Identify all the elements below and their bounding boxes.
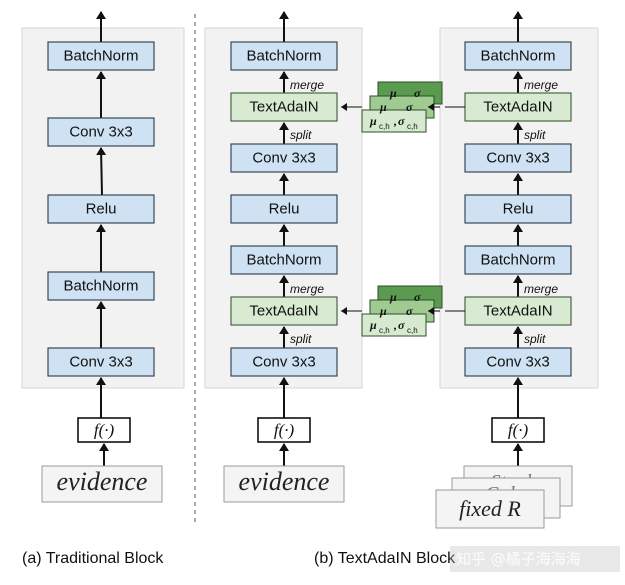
b-left-handwriting-word: evidence: [239, 467, 330, 496]
b-right-textadain-bottom: [464, 296, 572, 326]
b-left-relu: [230, 194, 338, 224]
b-left-merge-label-top: merge: [290, 78, 324, 92]
stats-bottom-mu-2: μ: [379, 304, 387, 318]
b-right-batchnorm-top: [464, 41, 572, 71]
stats-bottom-sigma-3: σ: [398, 318, 405, 332]
stats-top-mu-1: μ: [389, 86, 397, 100]
b-right-relu: [464, 194, 572, 224]
a-conv-bottom-label: Conv 3x3: [69, 354, 132, 371]
b-left-textadain-bottom-label: TextAdaIN: [249, 303, 318, 320]
a-batchnorm-bottom: [47, 271, 155, 301]
b-left-textadain-top: [230, 92, 338, 122]
b-left-merge-label-bottom: merge: [290, 282, 324, 296]
stats-cards-top: μ σ μ σ μ c,h , σ c,h: [361, 81, 443, 133]
stats-top-mu-2: μ: [379, 100, 387, 114]
b-left-batchnorm-top-label: BatchNorm: [246, 48, 321, 65]
b-left-conv-top-label: Conv 3x3: [252, 150, 315, 167]
b-right-conv-bottom-label: Conv 3x3: [486, 354, 549, 371]
a-feature-fn-label: f(·): [94, 421, 115, 440]
b-left-feature-fn-box: [257, 417, 311, 443]
stats-bottom-sep: ,: [393, 318, 397, 332]
a-relu: [47, 194, 155, 224]
stats-top-mu-3: μ: [369, 114, 377, 128]
a-handwriting-image: evidence: [41, 465, 163, 503]
watermark: 知乎 @橘子海海海: [456, 550, 581, 568]
b-right-relu-label: Relu: [503, 201, 534, 218]
a-conv-bottom: [47, 347, 155, 377]
stats-bottom-sub-mu: c,h: [379, 326, 390, 335]
a-relu-label: Relu: [86, 201, 117, 218]
a-batchnorm-top: [47, 41, 155, 71]
b-left-conv-bottom-label: Conv 3x3: [252, 354, 315, 371]
stats-top-sep: ,: [393, 114, 397, 128]
stats-card-top-3: [361, 109, 427, 133]
stats-bottom-sigma-1: σ: [414, 290, 421, 304]
a-batchnorm-bottom-label: BatchNorm: [63, 278, 138, 295]
b-left-conv-bottom: [230, 347, 338, 377]
b-right-merge-label-bottom: merge: [524, 282, 558, 296]
b-right-batchnorm-top-label: BatchNorm: [480, 48, 555, 65]
stats-bottom-mu-1: μ: [389, 290, 397, 304]
b-right-textadain-top-label: TextAdaIN: [483, 99, 552, 116]
b-right-conv-top: [464, 143, 572, 173]
stats-bottom-sigma-2: σ: [406, 304, 413, 318]
caption-traditional: (a) Traditional Block: [22, 550, 164, 567]
b-left-textadain-top-label: TextAdaIN: [249, 99, 318, 116]
b-right-split-label-bottom: split: [524, 332, 546, 346]
b-right-batchnorm-bottom-label: BatchNorm: [480, 252, 555, 269]
stats-top-sigma-1: σ: [414, 86, 421, 100]
b-right-feature-fn-label: f(·): [508, 421, 529, 440]
a-arrow-2: [96, 147, 107, 196]
stats-top-sigma-3: σ: [398, 114, 405, 128]
watermark-backdrop: [450, 546, 620, 572]
stack-front-word: fixed R: [459, 496, 521, 521]
a-feature-fn-box: [77, 417, 131, 443]
stats-top-sigma-2: σ: [406, 100, 413, 114]
stats-top-sub-sigma: c,h: [407, 122, 418, 131]
a-conv-top: [47, 117, 155, 147]
b-right-split-label-top: split: [524, 128, 546, 142]
a-conv-top-label: Conv 3x3: [69, 124, 132, 141]
b-right-conv-bottom: [464, 347, 572, 377]
b-left-batchnorm-bottom: [230, 245, 338, 275]
b-left-batchnorm-bottom-label: BatchNorm: [246, 252, 321, 269]
b-left-split-label-top: split: [290, 128, 312, 142]
b-left-textadain-bottom: [230, 296, 338, 326]
b-left-relu-label: Relu: [269, 201, 300, 218]
b-left-conv-top: [230, 143, 338, 173]
b-right-textadain-bottom-label: TextAdaIN: [483, 303, 552, 320]
b-left-split-label-bottom: split: [290, 332, 312, 346]
b-right-textadain-top: [464, 92, 572, 122]
caption-textadain: (b) TextAdaIN Block: [314, 550, 456, 567]
b-right-conv-top-label: Conv 3x3: [486, 150, 549, 167]
stats-bottom-sub-sigma: c,h: [407, 326, 418, 335]
a-handwriting-word: evidence: [57, 467, 148, 496]
a-batchnorm-top-label: BatchNorm: [63, 48, 138, 65]
b-right-merge-label-top: merge: [524, 78, 558, 92]
b-right-batchnorm-bottom: [464, 245, 572, 275]
b-left-batchnorm-top: [230, 41, 338, 71]
stats-card-bottom-3: [361, 313, 427, 337]
b-right-handwriting-stack: Stanley Gulo fixed R: [435, 465, 573, 529]
stats-top-sub-mu: c,h: [379, 122, 390, 131]
b-left-feature-fn-label: f(·): [274, 421, 295, 440]
b-left-handwriting-image: evidence: [223, 465, 345, 503]
stats-bottom-mu-3: μ: [369, 318, 377, 332]
b-right-feature-fn-box: [491, 417, 545, 443]
